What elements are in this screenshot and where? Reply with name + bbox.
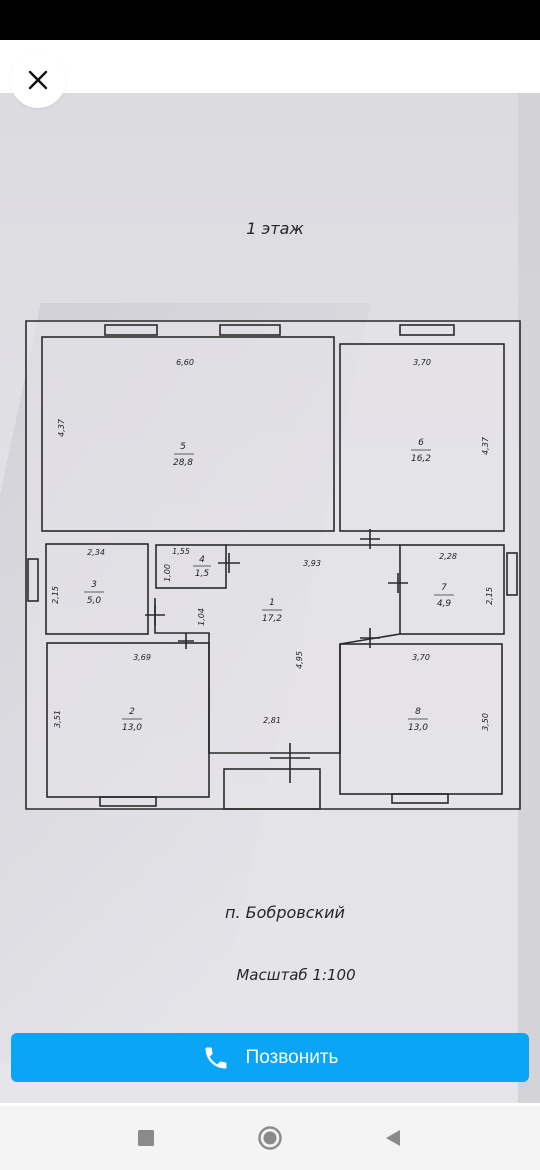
dim-label: 3,93 <box>303 559 321 568</box>
room-6-area: 16,2 <box>411 454 431 464</box>
phone-icon <box>202 1044 230 1072</box>
status-bar <box>0 0 540 40</box>
home-button[interactable] <box>255 1126 285 1150</box>
room-5-area: 28,8 <box>173 458 193 468</box>
dim-label: 2,28 <box>439 552 457 561</box>
call-button-label: Позвонить <box>245 1046 339 1068</box>
dim-label: 4,37 <box>481 436 490 455</box>
room-7-area: 4,9 <box>437 599 452 609</box>
room-2-number: 2 <box>129 707 135 717</box>
room-4-number: 4 <box>199 555 205 565</box>
photo-edge <box>518 93 540 1103</box>
recent-apps-button[interactable] <box>131 1126 161 1150</box>
dim-label: 2,15 <box>51 586 60 604</box>
home-icon <box>258 1126 282 1150</box>
plan-place: п. Бобровский <box>225 903 345 922</box>
room-6-number: 6 <box>418 438 424 448</box>
dim-label: 2,34 <box>87 548 105 557</box>
top-area <box>0 40 540 95</box>
room-1-number: 1 <box>269 598 275 608</box>
plan-title: 1 этаж <box>246 219 304 238</box>
dim-label: 2,15 <box>485 587 494 605</box>
dim-label: 3,70 <box>413 358 431 367</box>
dim-label: 3,51 <box>53 710 62 728</box>
dim-label: 2,81 <box>263 716 281 725</box>
back-icon <box>386 1130 400 1146</box>
room-4-area: 1,5 <box>195 569 210 579</box>
floor-plan-drawing: 5 28,8 6 16,2 3 5,0 4 1,5 1 17,2 7 4,9 2… <box>25 320 521 810</box>
call-button[interactable]: Позвонить <box>11 1033 529 1082</box>
close-button[interactable] <box>10 52 66 108</box>
back-button[interactable] <box>378 1126 408 1150</box>
dim-label: 4,95 <box>295 651 304 669</box>
plan-scale: Масштаб 1:100 <box>236 966 356 984</box>
room-8-area: 13,0 <box>408 723 428 733</box>
room-5-number: 5 <box>180 442 186 452</box>
floor-plan-photo[interactable]: 1 этаж <box>0 93 540 1103</box>
dim-label: 1,00 <box>163 564 172 582</box>
room-3-area: 5,0 <box>87 596 102 606</box>
room-1-area: 17,2 <box>262 614 282 624</box>
dim-label: 1,55 <box>172 547 190 556</box>
plan-walls <box>25 320 521 810</box>
room-7-number: 7 <box>441 583 447 593</box>
room-2-area: 13,0 <box>122 723 142 733</box>
recent-apps-icon <box>138 1130 154 1146</box>
room-3-number: 3 <box>91 580 97 590</box>
dim-label: 4,37 <box>57 418 66 437</box>
close-icon <box>28 70 48 90</box>
dim-label: 3,70 <box>412 653 430 662</box>
room-8-number: 8 <box>415 707 421 717</box>
plan-labels: 5 28,8 6 16,2 3 5,0 4 1,5 1 17,2 7 4,9 2… <box>51 358 494 733</box>
dim-label: 6,60 <box>176 358 194 367</box>
dim-label: 3,69 <box>133 653 151 662</box>
dim-label: 3,50 <box>481 713 490 731</box>
dim-label: 1,04 <box>197 608 206 626</box>
